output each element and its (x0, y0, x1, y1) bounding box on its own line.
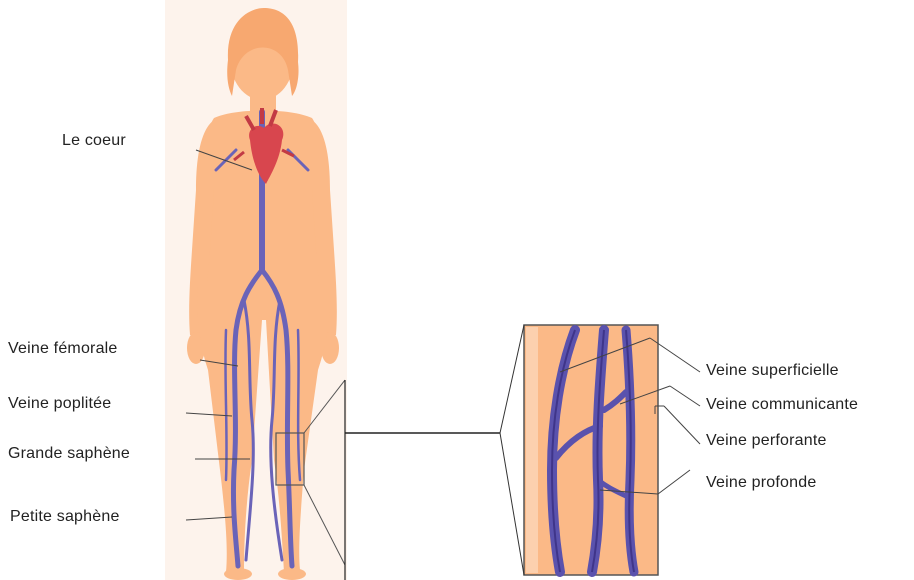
label-femoral-vein: Veine fémorale (8, 340, 118, 358)
label-great-saphenous: Grande saphène (8, 445, 130, 463)
label-superficial-vein: Veine superficielle (706, 362, 839, 380)
label-small-saphenous: Petite saphène (10, 508, 120, 526)
label-popliteal-vein: Veine poplitée (8, 395, 111, 413)
zoom-inset (500, 325, 658, 575)
label-deep-vein: Veine profonde (706, 474, 816, 492)
label-perforating-vein: Veine perforante (706, 432, 827, 450)
label-communicating-vein: Veine communicante (706, 396, 858, 414)
label-heart: Le coeur (62, 132, 126, 150)
